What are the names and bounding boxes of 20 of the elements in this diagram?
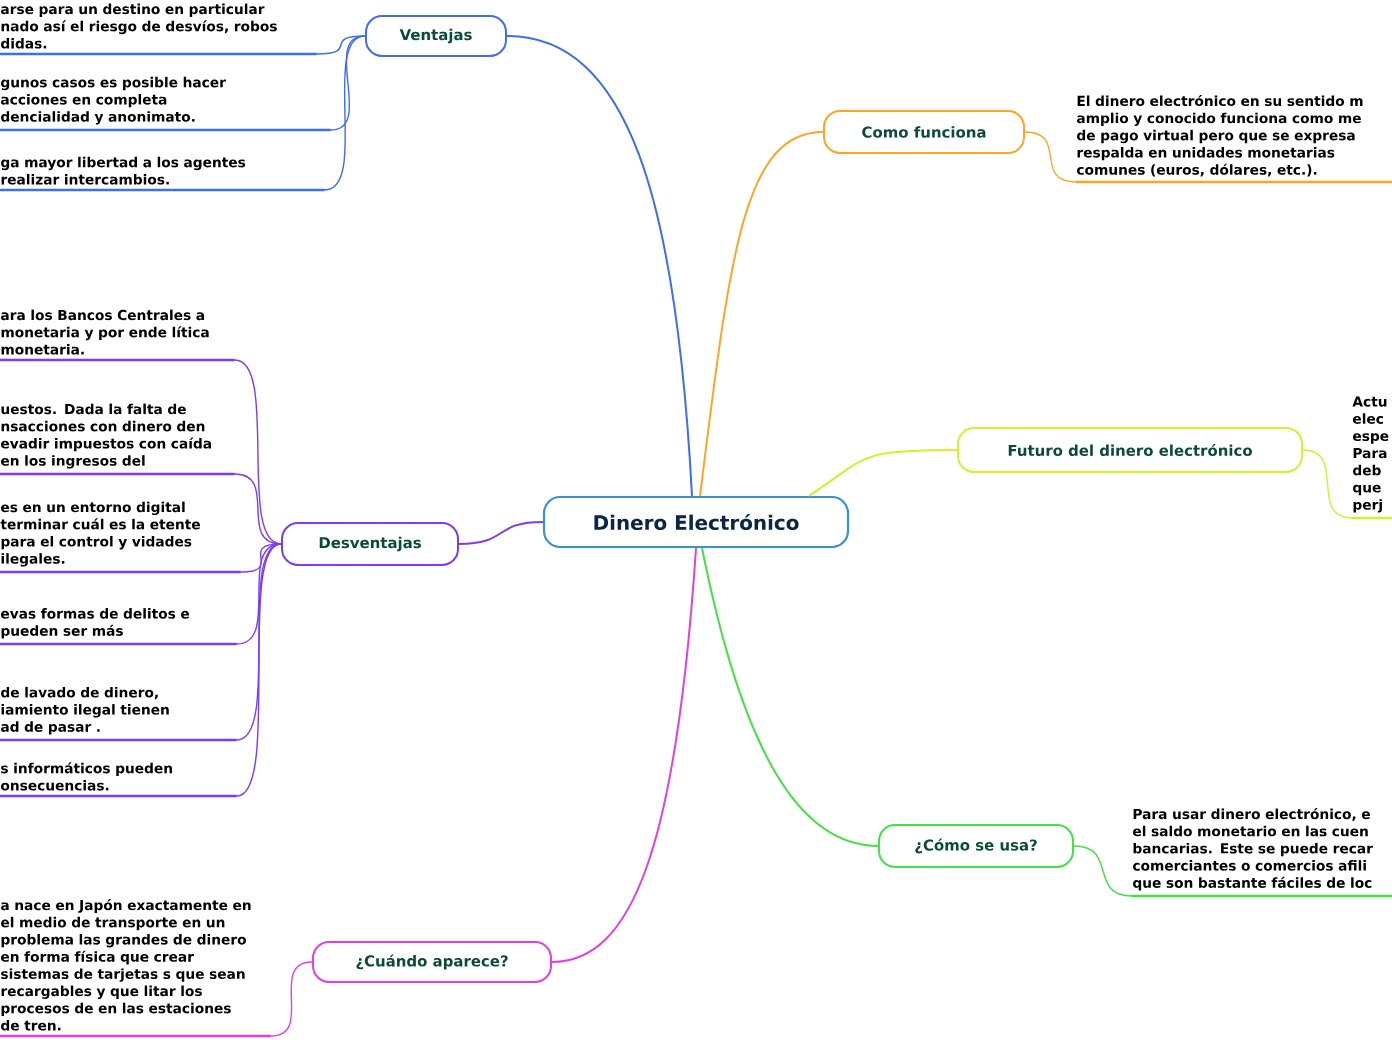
- connector: [236, 543, 282, 797]
- connector: [234, 359, 282, 545]
- connector: [236, 543, 282, 645]
- connector: [1073, 845, 1133, 897]
- connector: [808, 449, 958, 497]
- connector: [234, 473, 282, 545]
- connector: [551, 547, 697, 963]
- connector: [1302, 449, 1353, 519]
- connector: [330, 35, 366, 131]
- connector: [506, 35, 693, 497]
- connector: [270, 961, 313, 1037]
- connector: [701, 547, 879, 847]
- central-topic-box: Dinero Electrónico: [542, 495, 850, 549]
- connector: [1024, 131, 1077, 183]
- connector: [316, 35, 366, 55]
- connector: [699, 131, 824, 497]
- connector: [236, 543, 282, 741]
- connector: [324, 35, 366, 191]
- connector: [458, 521, 544, 545]
- connector: [240, 543, 282, 573]
